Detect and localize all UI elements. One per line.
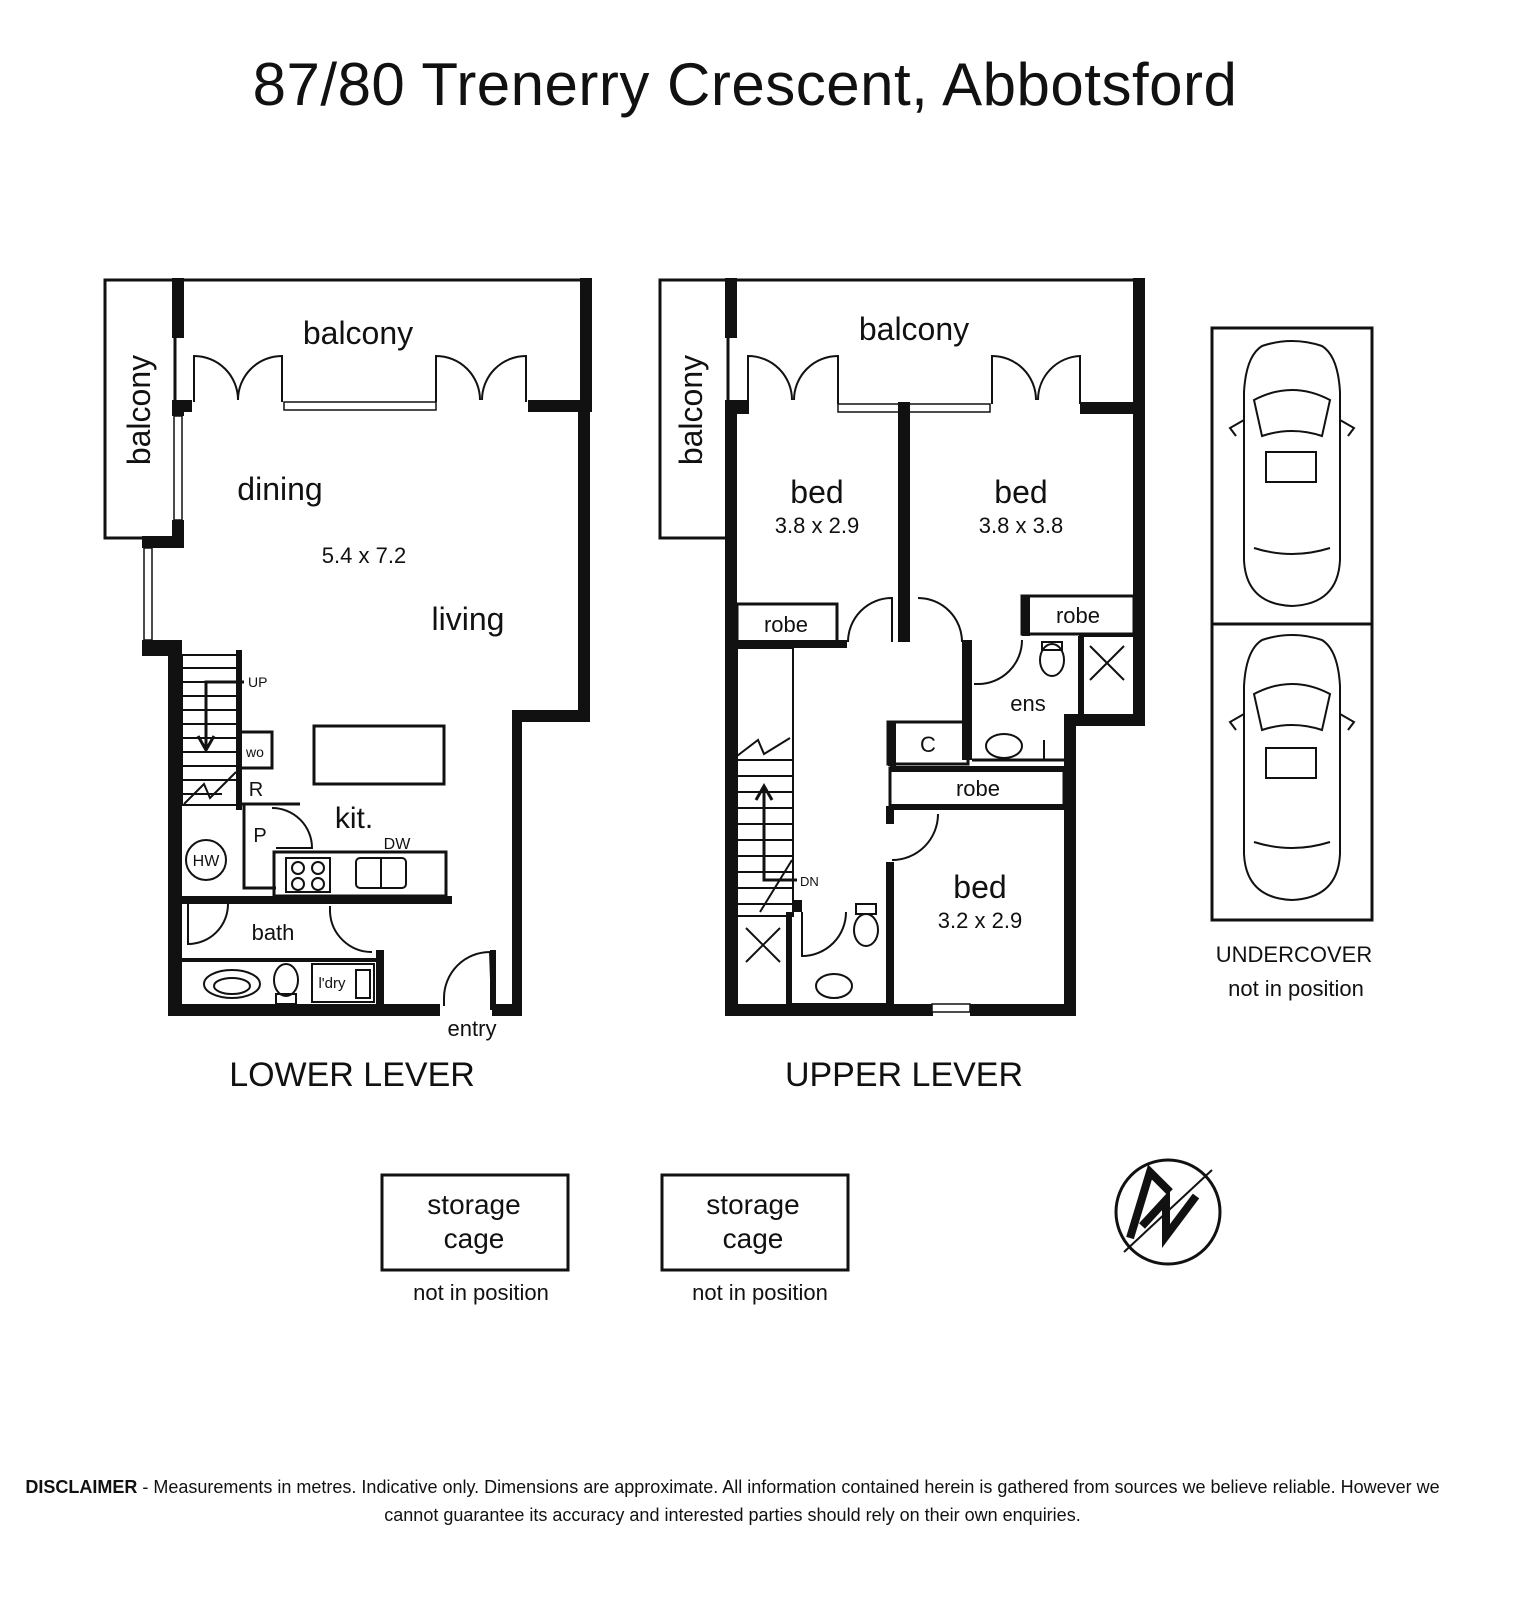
lower-level-label: LOWER LEVER (229, 1056, 475, 1094)
car-icon (1228, 340, 1356, 608)
lower-level-plan (103, 278, 592, 1016)
bed1-dimensions: 3.8 x 2.9 (775, 513, 859, 538)
car-icon (1228, 634, 1356, 902)
parking-area (1210, 326, 1374, 922)
up-label: UP (248, 674, 267, 690)
upper-balcony-label: balcony (859, 311, 969, 347)
north-arrow-icon (1114, 1158, 1222, 1266)
bed2-dimensions: 3.8 x 3.8 (979, 513, 1063, 538)
upper-side-balcony-label: balcony (673, 355, 709, 465)
upper-level-plan (658, 278, 1145, 1016)
dining-label: dining (237, 471, 322, 507)
storage-cage-2 (660, 1173, 850, 1272)
robe1-label: robe (764, 612, 808, 637)
dining-dimensions: 5.4 x 7.2 (322, 543, 406, 568)
bed1-label: bed (790, 474, 843, 510)
storage-cage-1 (380, 1173, 570, 1272)
storage-1-note: not in position (413, 1280, 549, 1305)
bath-label: bath (252, 920, 295, 945)
page-title: 87/80 Trenerry Crescent, Abbotsford (252, 51, 1238, 118)
lower-stairs (181, 654, 244, 806)
dishwasher-label: DW (384, 836, 412, 853)
laundry-label: l'dry (318, 975, 346, 992)
entry-label: entry (448, 1016, 497, 1041)
dn-label: DN (800, 874, 819, 889)
ensuite-label: ens (1010, 691, 1045, 716)
r-label: R (249, 779, 263, 801)
hot-water-unit (185, 839, 227, 881)
storage-1-line2: cage (444, 1223, 505, 1254)
parking-label: UNDERCOVER (1216, 942, 1372, 967)
bed3-label: bed (953, 869, 1006, 905)
storage-1-line1: storage (427, 1189, 520, 1220)
bed3-dimensions: 3.2 x 2.9 (938, 908, 1022, 933)
storage-2-note: not in position (692, 1280, 828, 1305)
upper-level-label: UPPER LEVER (785, 1056, 1023, 1094)
bed2-label: bed (994, 474, 1047, 510)
disclaimer-text: - Measurements in metres. Indicative onl… (137, 1477, 1440, 1525)
storage-2-line1: storage (706, 1189, 799, 1220)
kitchen-label: kit. (335, 802, 373, 835)
lower-balcony-label: balcony (303, 315, 413, 351)
robe2-label: robe (1056, 603, 1100, 628)
pantry-label: P (253, 825, 266, 847)
hw-label: HW (193, 853, 221, 870)
parking-note: not in position (1228, 976, 1364, 1001)
upper-stairs (736, 647, 797, 917)
disclaimer: DISCLAIMER - Measurements in metres. Ind… (0, 1473, 1465, 1529)
living-label: living (432, 601, 505, 637)
disclaimer-label: DISCLAIMER (25, 1477, 138, 1497)
kitchen-island (312, 724, 446, 786)
robe3-label: robe (956, 776, 1000, 801)
wo-label: wo (245, 744, 264, 760)
cupboard-label: C (920, 732, 936, 757)
lower-side-balcony-label: balcony (121, 355, 157, 465)
storage-2-line2: cage (723, 1223, 784, 1254)
